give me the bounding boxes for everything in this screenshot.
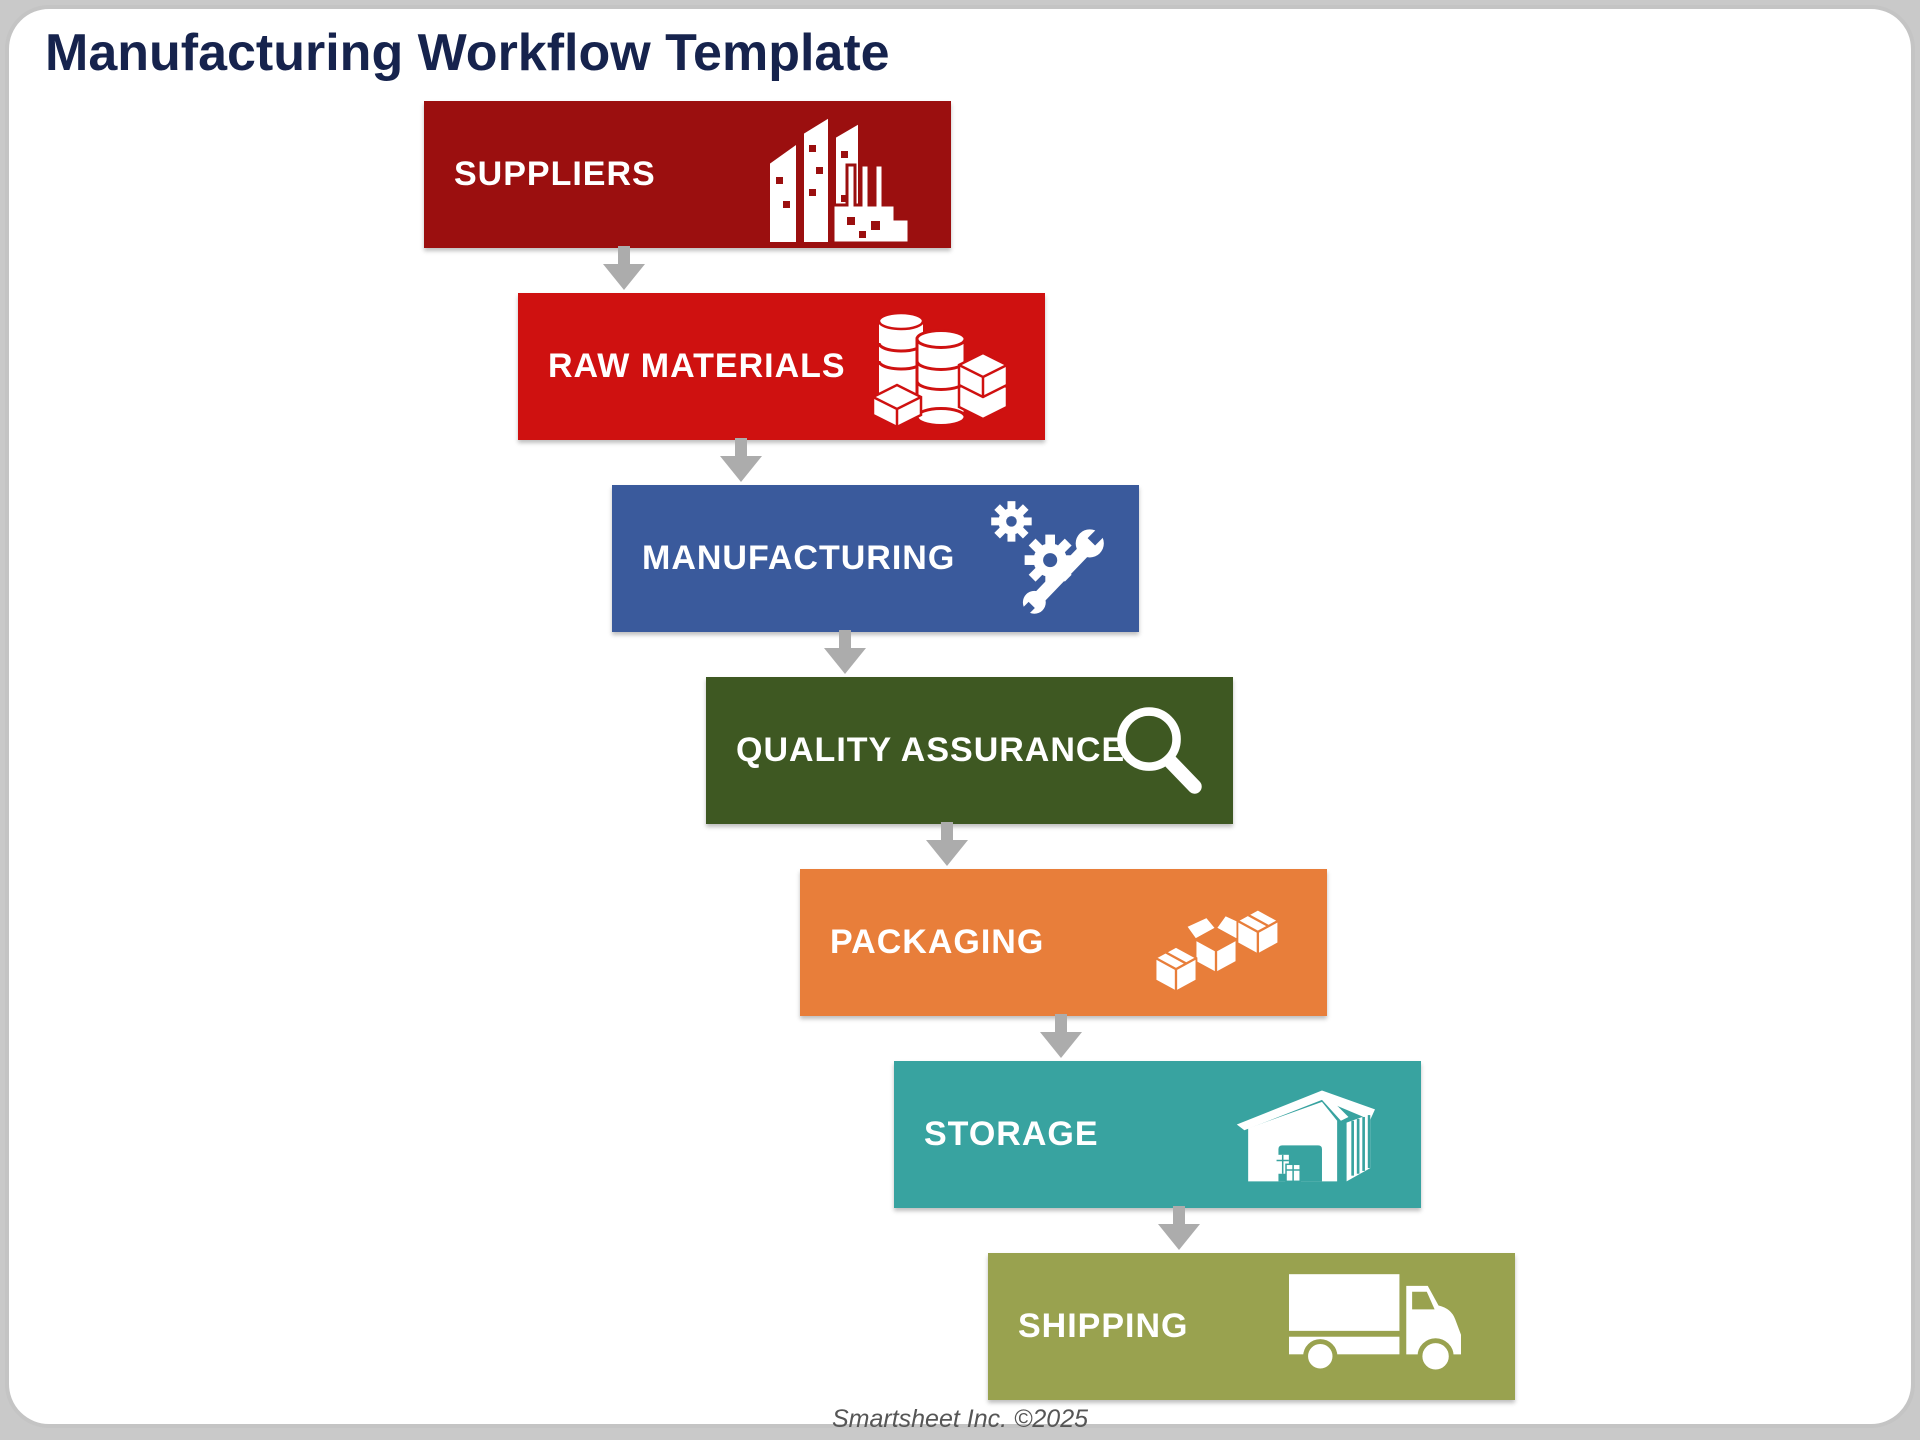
- step-label: STORAGE: [924, 1115, 1099, 1153]
- down-arrow-icon: [720, 438, 762, 482]
- step-label: MANUFACTURING: [642, 539, 956, 577]
- factory-buildings-icon: [768, 115, 911, 243]
- step-label: RAW MATERIALS: [548, 347, 846, 385]
- truck-icon: [1289, 1274, 1461, 1375]
- down-arrow-icon: [926, 822, 968, 866]
- down-arrow-icon: [824, 630, 866, 674]
- page-title: Manufacturing Workflow Template: [45, 24, 890, 82]
- step-label: SUPPLIERS: [454, 155, 656, 193]
- step-label: QUALITY ASSURANCE: [736, 731, 1126, 769]
- down-arrow-icon: [1040, 1014, 1082, 1058]
- workflow-step-quality-assurance: QUALITY ASSURANCE: [706, 677, 1233, 824]
- down-arrow-icon: [603, 246, 645, 290]
- barrels-boxes-icon: [871, 311, 1009, 429]
- workflow-step-shipping: SHIPPING: [988, 1253, 1515, 1400]
- workflow-step-packaging: PACKAGING: [800, 869, 1327, 1016]
- warehouse-icon: [1236, 1090, 1375, 1183]
- gears-wrench-icon: [991, 501, 1112, 621]
- packing-boxes-icon: [1154, 908, 1280, 993]
- footer-credit: Smartsheet Inc. ©2025: [831, 1405, 1089, 1433]
- workflow-step-storage: STORAGE: [894, 1061, 1421, 1208]
- step-label: SHIPPING: [1018, 1307, 1189, 1345]
- down-arrow-icon: [1158, 1206, 1200, 1250]
- workflow-step-suppliers: SUPPLIERS: [424, 101, 951, 248]
- workflow-step-raw-materials: RAW MATERIALS: [518, 293, 1045, 440]
- magnifier-icon: [1117, 707, 1202, 794]
- page-background: Manufacturing Workflow Template SUPPLIER…: [5, 5, 1915, 1433]
- workflow-step-manufacturing: MANUFACTURING: [612, 485, 1139, 632]
- step-label: PACKAGING: [830, 923, 1045, 961]
